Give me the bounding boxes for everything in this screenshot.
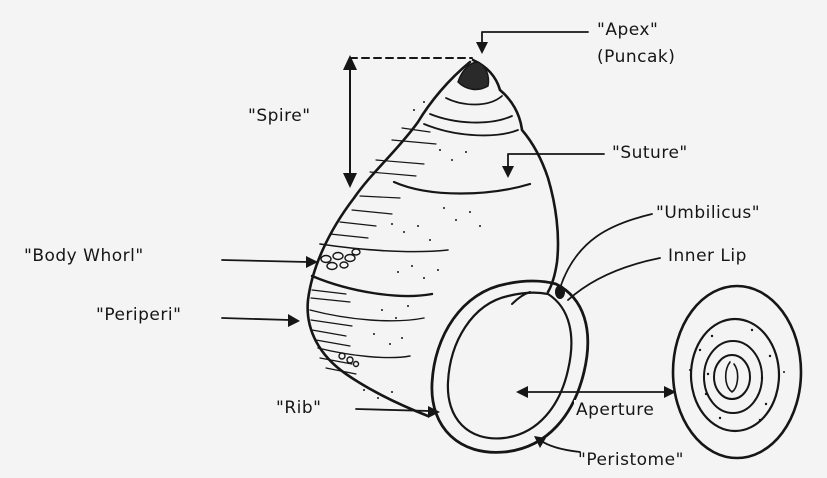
label-inner-lip: Inner Lip	[668, 246, 747, 266]
operculum	[673, 286, 801, 458]
peristome-inner	[448, 293, 572, 439]
label-periperi: "Periperi"	[96, 305, 181, 325]
label-puncak: (Puncak)	[597, 47, 675, 67]
apex-tip	[458, 62, 489, 89]
suture-line	[394, 182, 530, 194]
label-apex: "Apex"	[597, 20, 658, 40]
leader-lines	[222, 32, 676, 452]
label-aperture: Aperture	[574, 400, 656, 420]
aperture	[432, 281, 588, 452]
label-spire: "Spire"	[248, 106, 311, 126]
spire-dimension	[343, 55, 472, 188]
label-peristome: "Peristome"	[578, 450, 684, 470]
peristome-outer	[432, 281, 588, 452]
label-body-whorl: "Body Whorl"	[24, 246, 144, 266]
label-suture: "Suture"	[612, 143, 688, 163]
shell-body	[308, 60, 558, 416]
label-umbilicus: "Umbilicus"	[656, 203, 760, 223]
label-rib: "Rib"	[276, 398, 321, 418]
body-whorl-spots	[321, 249, 360, 270]
